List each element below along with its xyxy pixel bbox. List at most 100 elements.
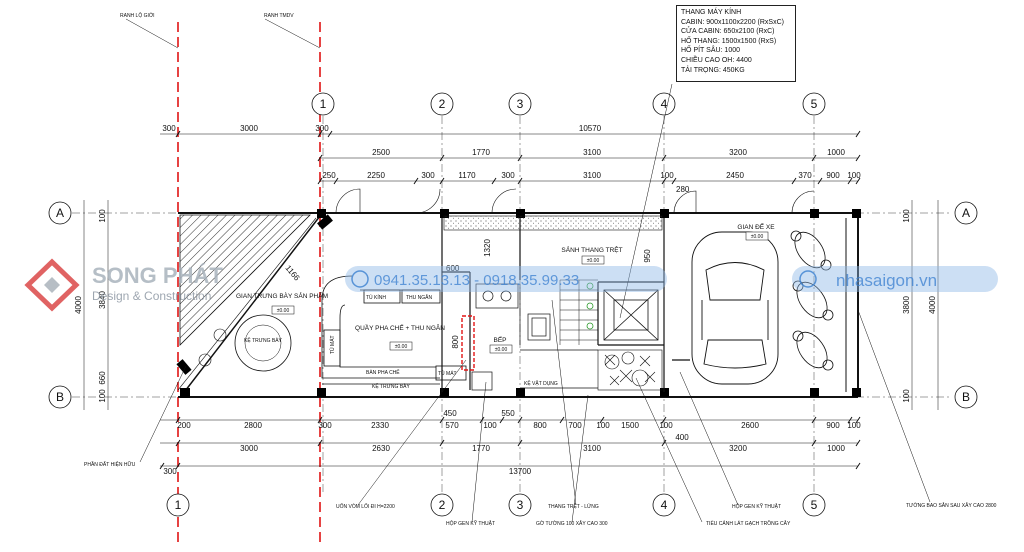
dim-bot-r1-1: 2800 (244, 421, 262, 430)
elevator-note-line: HỐ THANG: 1500x1500 (RxS) (681, 37, 777, 45)
callout-thang: THANG TRỆT - LỬNG (548, 502, 599, 510)
dim-inner-0: 280 (676, 185, 690, 194)
furniture-ke-vat-dung: KỆ VẬT DỤNG (524, 379, 558, 387)
dim-left-1: 3840 (98, 291, 107, 309)
dim-top-r1-3: 10570 (579, 124, 602, 133)
grid-label-a-left: A (56, 206, 64, 220)
watermark-website: nhasaigon.vn (836, 271, 937, 290)
dim-bot-r3-1: 13700 (509, 467, 532, 476)
dim-bot-r1-7: 700 (568, 421, 582, 430)
room-lobby-label: SẢNH THANG TRỆT (561, 245, 622, 254)
phone-icon (351, 270, 369, 288)
dim-left-3: 660 (98, 371, 107, 385)
grid-label-1-top: 1 (320, 97, 327, 111)
dim-left-2: 4000 (74, 296, 83, 314)
grid-label-2-bottom: 2 (439, 498, 446, 512)
round-display-label: KỆ TRƯNG BÀY (244, 336, 282, 344)
dim-left-0: 100 (98, 209, 107, 223)
existing-land-hatch (179, 214, 311, 346)
dim-inner-2: 950 (643, 249, 652, 263)
dim-right-0: 100 (902, 209, 911, 223)
dim-top-r1-1: 3000 (240, 124, 258, 133)
grid-label-3-top: 3 (517, 97, 524, 111)
dimension-ticks (159, 130, 861, 470)
elevator-note-line: THANG MÁY KÍNH (681, 9, 742, 16)
dim-top-r3-0: 250 (322, 171, 336, 180)
boundary-lines (125, 18, 321, 545)
dim-bot-small-2: 400 (675, 433, 689, 442)
grid-label-3-bottom: 3 (517, 498, 524, 512)
furniture-ban-pha-che: BÀN PHA CHẾ (366, 369, 400, 376)
dim-bot-r1-5: 100 (483, 421, 497, 430)
boundary-label-tmdv: RANH TMDV (264, 13, 294, 19)
grid-label-4-bottom: 4 (661, 498, 668, 512)
dim-bot-r1-8: 100 (596, 421, 610, 430)
dim-bot-r1-10: 100 (659, 421, 673, 430)
dim-bot-r1-2: 300 (318, 421, 332, 430)
room-gallery-level: ±0.00 (277, 308, 290, 314)
dim-top-r2-0: 2500 (372, 148, 390, 157)
interior-walls (441, 218, 690, 392)
callout-go-tuong: GỜ TƯỜNG 100 XÂY CAO 300 (536, 520, 608, 527)
bar-counter (321, 275, 467, 385)
watermark-tagline: Design & Construction (92, 289, 211, 303)
callout-phan-dat: PHẦN ĐẤT HIỆN HỮU (84, 460, 136, 468)
dim-top-r2-1: 1770 (472, 148, 490, 157)
grid-label-a-right: A (962, 206, 970, 220)
furniture-tu-mat: TỦ MÁT (329, 335, 336, 354)
grid-label-1-bottom: 1 (175, 498, 182, 512)
garden-planting (597, 349, 663, 391)
callout-leaders (139, 83, 931, 523)
stair-treads (559, 279, 598, 345)
dim-top-r2-3: 3200 (729, 148, 747, 157)
dim-bot-r1-13: 100 (847, 421, 861, 430)
dim-bot-r1-3: 2330 (371, 421, 389, 430)
grid-label-2-top: 2 (439, 97, 446, 111)
room-lobby-level: ±0.00 (587, 258, 600, 264)
elevator-note-line: TẢI TRỌNG: 450KG (681, 66, 745, 74)
furniture-ke-trung-bay: KỆ TRƯNG BÀY (372, 382, 410, 390)
furniture-thu-ngan: THU NGÂN (406, 294, 433, 301)
dim-bot-r2-2: 1770 (472, 444, 490, 453)
diagonal-glass-wall (181, 215, 321, 396)
dim-right-3: 100 (902, 389, 911, 403)
dim-left-4: 100 (98, 389, 107, 403)
furniture-tu-kinh: TỦ KÍNH (366, 294, 386, 301)
dim-top-r3-9: 900 (826, 171, 840, 180)
dim-inner-5: 1166 (283, 264, 301, 283)
room-kitchen-level: ±0.00 (495, 347, 508, 353)
room-kitchen-label: BẾP (493, 334, 506, 344)
globe-icon (799, 270, 817, 288)
grid-label-5-bottom: 5 (811, 498, 818, 512)
callout-tuong-bao: TƯỜNG BAO SÂN SAU XÂY CAO 2800 (906, 502, 997, 509)
car-outline (691, 231, 779, 385)
room-bar-level: ±0.00 (395, 344, 408, 350)
callout-hop-gen-1: HỘP GEN KỸ THUẬT (446, 520, 495, 527)
dim-bot-r1-9: 1500 (621, 421, 639, 430)
dim-bot-r2-1: 2630 (372, 444, 390, 453)
dim-bot-r2-4: 3200 (729, 444, 747, 453)
dim-inner-3: 600 (446, 264, 460, 273)
dim-top-r2-2: 3100 (583, 148, 601, 157)
dim-top-r3-6: 100 (660, 171, 674, 180)
grid-label-4-top: 4 (661, 97, 668, 111)
dim-right-1: 3800 (902, 296, 911, 314)
room-bar-label: QUẦY PHA CHẾ + THU NGÂN (355, 322, 445, 332)
dim-top-r3-7: 2450 (726, 171, 744, 180)
elevator-note-line: CHIỀU CAO OH: 4400 (681, 56, 752, 64)
dim-bot-r1-11: 2600 (741, 421, 759, 430)
kitchen-fixtures (471, 283, 598, 391)
dim-top-r2-4: 1000 (827, 148, 845, 157)
room-parking-label: GIAN ĐỂ XE (737, 222, 775, 231)
boundary-label-lo-gioi: RANH LỘ GIỚI (120, 12, 155, 19)
room-gallery-label: GIAN TRƯNG BÀY SẢN PHẨM (236, 291, 328, 300)
dim-right-2: 4000 (928, 296, 937, 314)
grid-label-5-top: 5 (811, 97, 818, 111)
dim-top-r3-3: 1170 (458, 171, 476, 180)
dim-bot-r1-12: 900 (826, 421, 840, 430)
elevator-note-line: CABIN: 900x1100x2200 (RxSxC) (681, 18, 784, 26)
elevator-note-line: CỬA CABIN: 650x2100 (RxC) (681, 28, 775, 36)
dim-inner-4: 800 (451, 335, 460, 349)
dim-inner-1: 1320 (483, 239, 492, 257)
